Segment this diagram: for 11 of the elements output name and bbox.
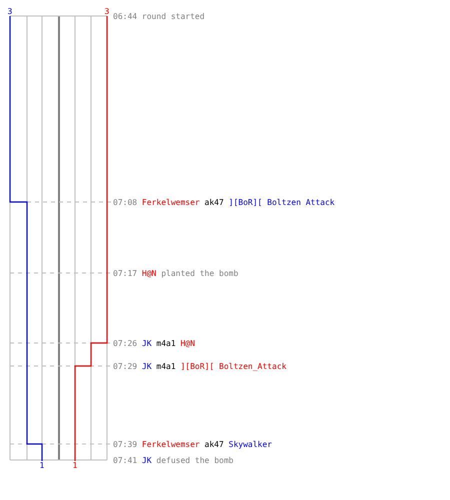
log-entry: 07:17 H@N planted the bomb xyxy=(113,268,238,278)
player-count: 3 xyxy=(104,6,110,16)
log-entry: 07:26 JK m4a1 H@N xyxy=(113,338,195,348)
log-entry: 07:41 JK defused the bomb xyxy=(113,456,234,464)
log-entry: 07:39 Ferkelwemser ak47 Skywalker xyxy=(113,440,272,448)
player-count: 1 xyxy=(72,460,78,470)
player-count: 3 xyxy=(8,6,12,16)
log-entry: 06:44 round started xyxy=(113,12,205,20)
log-entry: 07:08 Ferkelwemser ak47 ][BoR][ Boltzen Attack xyxy=(113,198,335,206)
player-count: 1 xyxy=(40,460,44,470)
log-entry: 07:29 JK m4a1 ][BoR][ Boltzen_Attack xyxy=(113,362,286,370)
